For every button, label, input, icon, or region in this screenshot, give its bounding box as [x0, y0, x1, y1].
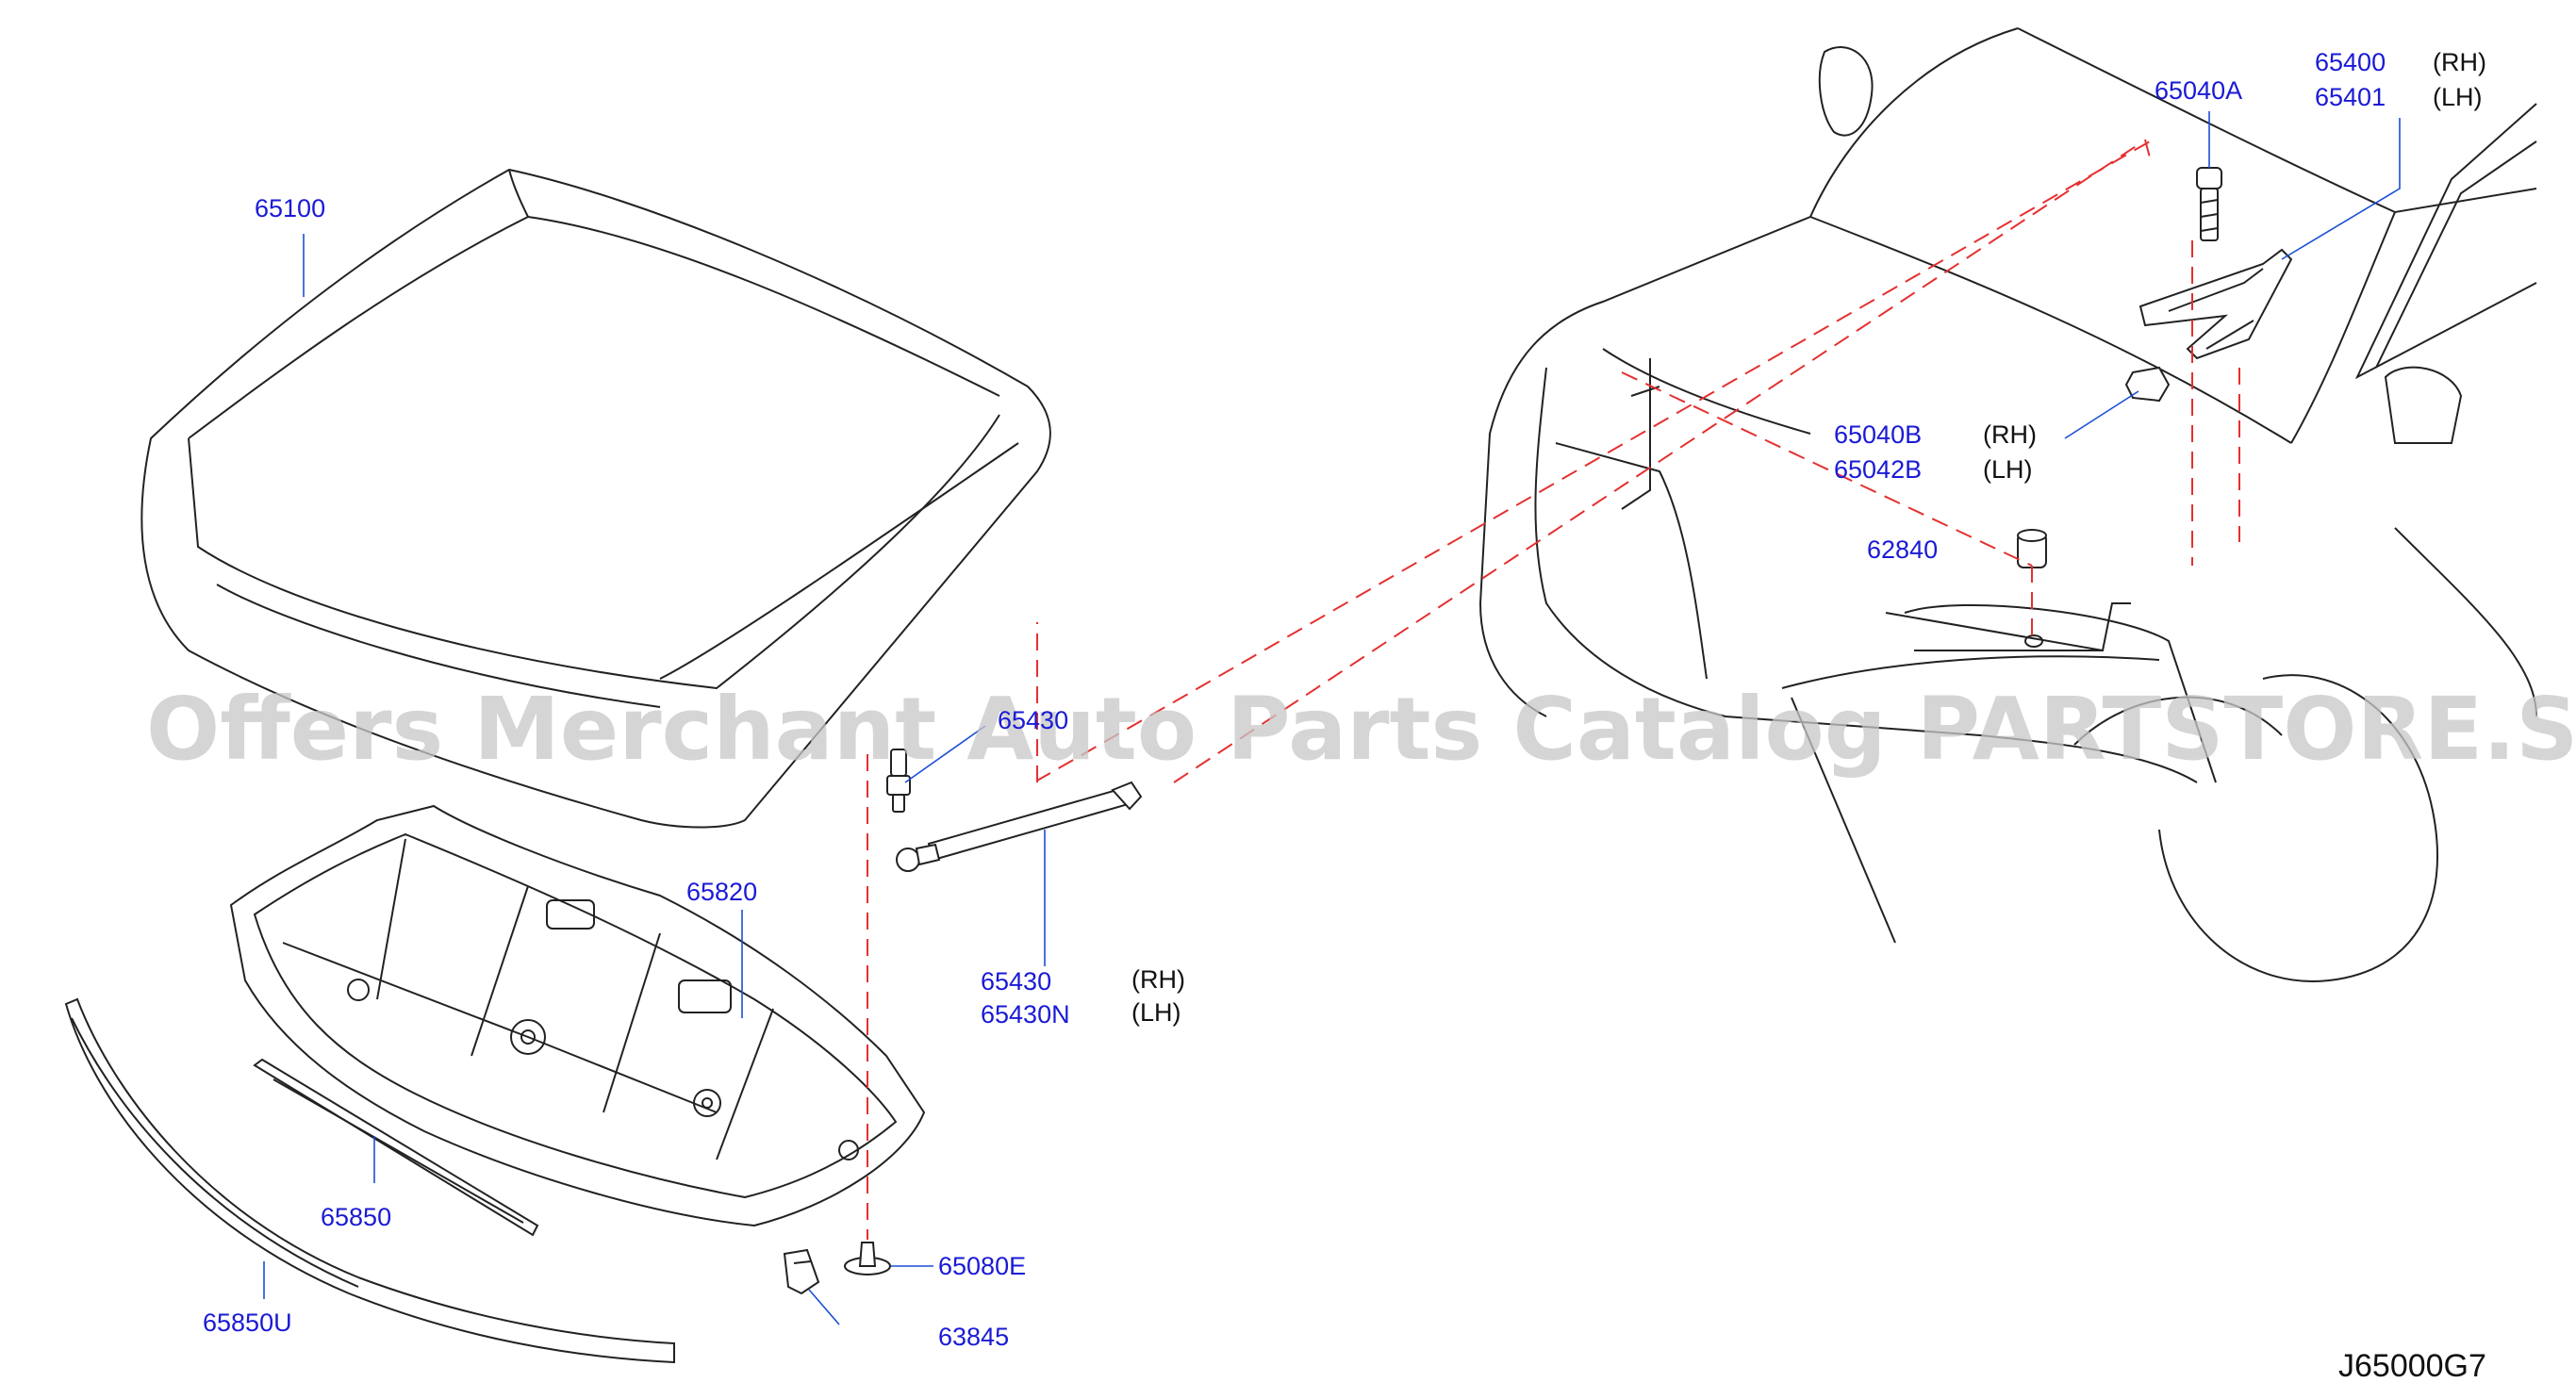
side-rh-65040b: (RH): [1983, 420, 2037, 449]
side-rh-65430: (RH): [1131, 965, 1185, 994]
callout-65040b-rh[interactable]: 65040B: [1834, 420, 1922, 449]
callout-65080e[interactable]: 65080E: [938, 1252, 1026, 1280]
callout-63845[interactable]: 63845: [938, 1323, 1009, 1351]
callout-65042b-lh[interactable]: 65042B: [1834, 455, 1922, 484]
side-lh-65042b: (LH): [1983, 455, 2033, 484]
vehicle-front-illustration: [1478, 27, 2537, 982]
hood-hinge[interactable]: [2138, 248, 2293, 360]
callout-65401-lh[interactable]: 65401: [2315, 83, 2386, 111]
diagram-code: J65000G7: [2338, 1348, 2486, 1384]
hood-panel[interactable]: [140, 168, 1051, 829]
hood-stay-65430[interactable]: [896, 781, 1143, 872]
callout-62840[interactable]: 62840: [1867, 535, 1938, 564]
callout-65040a[interactable]: 65040A: [2155, 76, 2242, 105]
callout-65820[interactable]: 65820: [686, 878, 757, 906]
hood-seal-65850[interactable]: [253, 1058, 539, 1237]
hood-insulator[interactable]: [229, 804, 926, 1227]
side-lh-65430n: (LH): [1131, 998, 1181, 1027]
stay-ball-stud[interactable]: [886, 749, 911, 813]
hood-seal-65850u[interactable]: [64, 997, 675, 1364]
clip-65080e[interactable]: [844, 1242, 891, 1276]
bumper-62840[interactable]: [2017, 529, 2047, 568]
side-rh-65400: (RH): [2433, 48, 2486, 76]
watermark: Offers Merchant Auto Parts Catalog PARTS…: [146, 679, 2576, 780]
leader-lines: [263, 111, 2401, 1325]
callout-65400-rh[interactable]: 65400: [2315, 48, 2386, 76]
callout-65100[interactable]: 65100: [255, 194, 325, 222]
callout-65430-ball[interactable]: 65430: [998, 706, 1068, 734]
callout-65850u[interactable]: 65850U: [203, 1308, 292, 1337]
bolt-65040a[interactable]: [2196, 167, 2222, 241]
assembly-guide-lines: [867, 139, 2240, 1240]
callout-65430n-lh[interactable]: 65430N: [981, 1000, 1070, 1029]
callout-65850[interactable]: 65850: [321, 1203, 391, 1231]
side-lh-65401: (LH): [2433, 83, 2483, 111]
bumper-63845[interactable]: [783, 1248, 820, 1295]
callout-65430-rh[interactable]: 65430: [981, 967, 1051, 996]
